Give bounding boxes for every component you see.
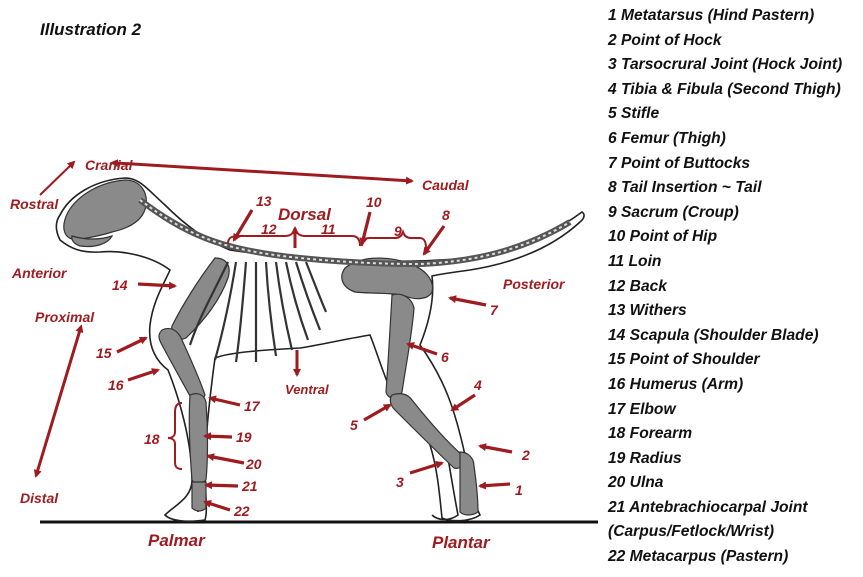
legend-item: 17 Elbow [608, 398, 842, 423]
legend-item: 1 Metatarsus (Hind Pastern) [608, 4, 842, 29]
legend-item: 13 Withers [608, 299, 842, 324]
marker-2: 2 [521, 447, 530, 463]
marker-8: 8 [442, 207, 450, 223]
marker-10: 10 [366, 194, 382, 210]
cranial-caudal-arrow [116, 163, 412, 181]
metatarsus [460, 452, 478, 515]
marker-11: 11 [321, 221, 336, 237]
anatomy-legend: 1 Metatarsus (Hind Pastern) 2 Point of H… [608, 4, 842, 570]
marker-14: 14 [112, 277, 128, 293]
tibia-fibula [390, 394, 463, 469]
legend-item: 22 Metacarpus (Pastern) [608, 545, 842, 570]
scapula [172, 258, 229, 339]
palmar-label: Palmar [148, 531, 206, 550]
marker-4: 4 [473, 377, 482, 393]
legend-item: 11 Loin [608, 250, 842, 275]
dog-anatomy-diagram: Cranial Caudal Rostral Dorsal Ventral An… [0, 0, 600, 577]
rostral-label: Rostral [10, 196, 59, 212]
proximal-distal-arrow [36, 330, 80, 476]
legend-item: 2 Point of Hock [608, 29, 842, 54]
legend-item: 15 Point of Shoulder [608, 348, 842, 373]
distal-label: Distal [20, 490, 59, 506]
marker-9: 9 [394, 223, 402, 239]
marker-5: 5 [350, 417, 358, 433]
legend-item: 8 Tail Insertion ~ Tail [608, 176, 842, 201]
marker-22: 22 [233, 503, 250, 519]
legend-item: 10 Point of Hip [608, 225, 842, 250]
marker-18: 18 [144, 431, 160, 447]
anterior-label: Anterior [11, 265, 68, 281]
legend-item: 19 Radius [608, 447, 842, 472]
posterior-label: Posterior [503, 276, 566, 292]
legend-item: 16 Humerus (Arm) [608, 373, 842, 398]
marker-7: 7 [490, 302, 499, 318]
marker-3: 3 [396, 474, 404, 490]
skull [64, 180, 147, 240]
legend-item: 9 Sacrum (Croup) [608, 201, 842, 226]
legend-item: 3 Tarsocrural Joint (Hock Joint) [608, 53, 842, 78]
legend-item: (Carpus/Fetlock/Wrist) [608, 520, 842, 545]
marker-13: 13 [256, 193, 272, 209]
marker-16: 16 [108, 377, 124, 393]
legend-item: 5 Stifle [608, 102, 842, 127]
humerus [159, 328, 205, 400]
marker-19: 19 [236, 429, 252, 445]
legend-item: 20 Ulna [608, 471, 842, 496]
marker-12: 12 [261, 221, 277, 237]
legend-item: 4 Tibia & Fibula (Second Thigh) [608, 78, 842, 103]
legend-item: 6 Femur (Thigh) [608, 127, 842, 152]
marker-6: 6 [441, 349, 449, 365]
marker-17: 17 [244, 398, 261, 414]
legend-item: 7 Point of Buttocks [608, 152, 842, 177]
spine [140, 200, 570, 264]
legend-item: 14 Scapula (Shoulder Blade) [608, 324, 842, 349]
legend-item: 18 Forearm [608, 422, 842, 447]
marker-15: 15 [96, 345, 112, 361]
legend-item: 12 Back [608, 275, 842, 300]
proximal-label: Proximal [35, 309, 95, 325]
marker-20: 20 [245, 456, 262, 472]
cranial-label: Cranial [85, 157, 134, 173]
radius-ulna [189, 394, 207, 483]
ventral-label: Ventral [285, 382, 329, 397]
marker-1: 1 [515, 482, 523, 498]
rostral-arrow [40, 162, 74, 195]
legend-item: 21 Antebrachiocarpal Joint [608, 496, 842, 521]
marker-21: 21 [241, 478, 258, 494]
caudal-label: Caudal [422, 177, 470, 193]
plantar-label: Plantar [432, 533, 491, 552]
